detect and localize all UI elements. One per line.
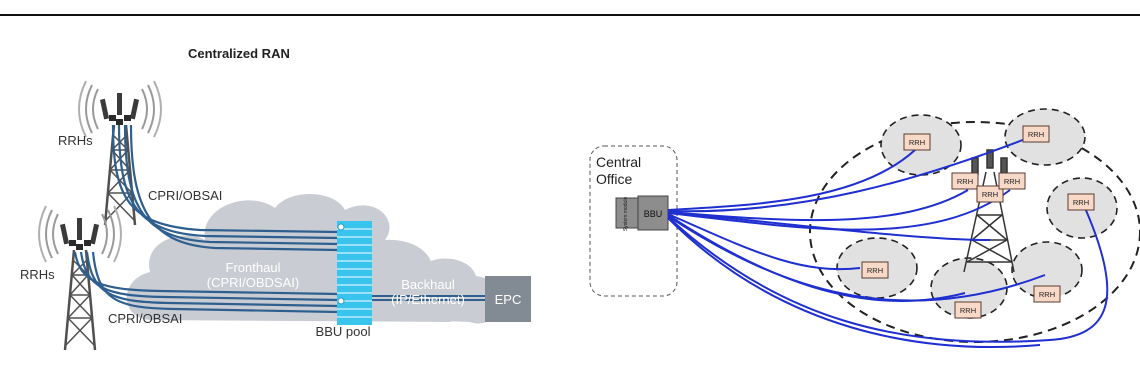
fronthaul-fibers-to-rrhs (667, 135, 1109, 348)
top-divider-line (0, 14, 1140, 16)
central-office-label: Central (596, 154, 641, 170)
backhaul-label: Backhaul (401, 277, 455, 292)
lower-cpri-label: CPRI/OBSAI (108, 311, 182, 326)
lower-rrhs-label: RRHs (20, 267, 55, 282)
rrh-label: RRH (1039, 290, 1055, 299)
centralized-ran-title: Centralized RAN (188, 46, 290, 61)
epc-box (485, 276, 531, 322)
rrh-label: RRH (960, 306, 976, 315)
fronthaul-protocol-label: (CPRI/OBDSAI) (207, 275, 299, 290)
epc-label: EPC (495, 292, 522, 307)
bbu-label: BBU (644, 209, 663, 219)
bbu-pool-rack (337, 221, 372, 325)
upper-rrhs-label: RRHs (58, 133, 93, 148)
lower-fronthaul-fibers (73, 251, 339, 314)
backhaul-cloud (356, 258, 498, 324)
upper-cpri-label: CPRI/OBSAI (148, 188, 222, 203)
upper-fronthaul-fibers (111, 124, 339, 252)
rrh-units: RRH RRH RRH RRH RRH RRH RRH RRH RRH (861, 125, 1095, 319)
system-module-label: System module (623, 197, 629, 232)
bbu-box (637, 195, 669, 231)
fronthaul-label: Fronthaul (226, 260, 281, 275)
backhaul-protocol-label: (IP/Ethernet) (391, 292, 465, 307)
rrh-label: RRH (1073, 198, 1089, 207)
rrh-label: RRH (1004, 177, 1020, 186)
central-office-label-line2: Office (596, 171, 633, 187)
rrh-label: RRH (867, 266, 883, 275)
bbu-pool-label: BBU pool (316, 324, 371, 339)
rrh-label: RRH (1028, 130, 1044, 139)
rrh-label: RRH (957, 177, 973, 186)
backhaul-link (372, 295, 486, 301)
rrh-label: RRH (909, 138, 925, 147)
rrh-label: RRH (982, 190, 998, 199)
